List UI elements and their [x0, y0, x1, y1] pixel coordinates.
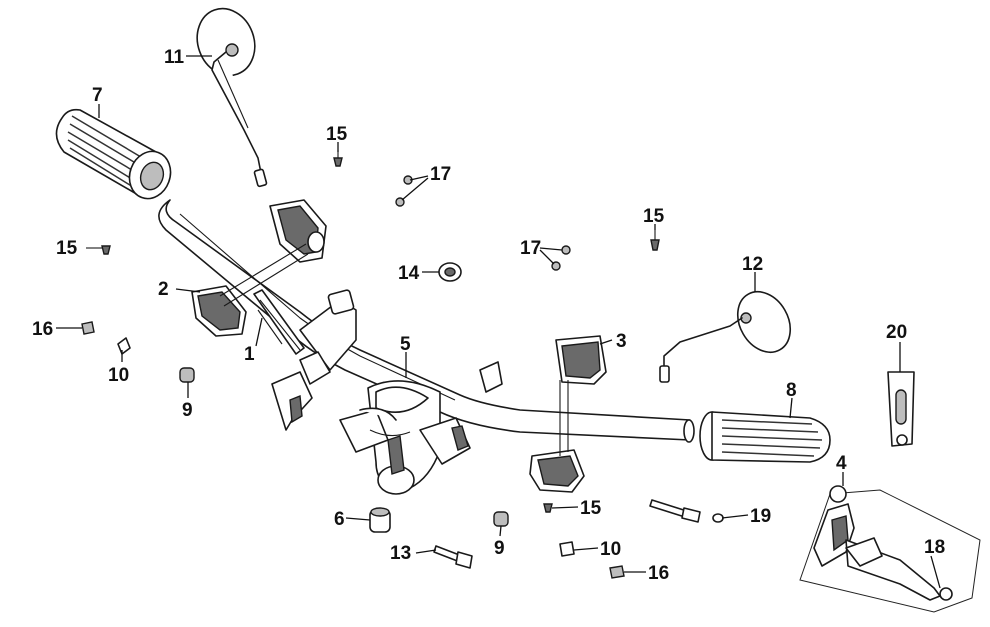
- callout-19: 19: [750, 506, 771, 527]
- part-9-collar-right: [493, 511, 509, 527]
- callout-15-a: 15: [326, 124, 348, 145]
- part-3-right-switch: [529, 335, 607, 493]
- part-16-bolt-right: [609, 565, 625, 579]
- part-14-grommet: [438, 262, 462, 282]
- callout-labels: 11 7 15 17 15 15 17 14 12 2 16 20 3 5 1 …: [32, 47, 945, 584]
- callout-5: 5: [400, 334, 411, 355]
- part-5-handlebar: [158, 199, 695, 495]
- part-1-throttle-cable: [253, 289, 305, 355]
- part-15-screw-b: [86, 245, 111, 255]
- callout-13: 13: [390, 543, 411, 564]
- callout-18: 18: [924, 537, 945, 558]
- part-20-bar-end: [887, 371, 915, 447]
- callout-16-a: 16: [32, 319, 53, 340]
- callout-17-a: 17: [430, 164, 451, 185]
- callout-14: 14: [398, 263, 420, 284]
- callout-11: 11: [164, 47, 185, 68]
- callout-8: 8: [786, 380, 797, 401]
- part-19-pin: [649, 499, 724, 523]
- part-17-screws-a: [395, 175, 413, 207]
- part-15-screw-a: [333, 150, 343, 167]
- callout-9-a: 9: [182, 400, 193, 421]
- callout-16-b: 16: [648, 563, 669, 584]
- part-11-left-mirror: [196, 7, 268, 188]
- part-15-screw-c: [650, 230, 660, 251]
- callout-4: 4: [836, 453, 847, 474]
- callout-10-a: 10: [108, 365, 129, 386]
- callout-7: 7: [92, 85, 103, 106]
- part-7-left-grip: [55, 108, 172, 200]
- leader-lines: [56, 55, 941, 589]
- callout-2: 2: [158, 279, 169, 300]
- callout-17-b: 17: [520, 238, 541, 259]
- part-15-screw-d: [543, 503, 553, 513]
- callout-20: 20: [886, 322, 907, 343]
- part-12-right-mirror: [659, 291, 792, 383]
- part-2-left-switch: [191, 199, 327, 337]
- part-10-nut-right: [559, 541, 575, 557]
- part-6-spacer: [369, 507, 391, 533]
- callout-12: 12: [742, 254, 763, 275]
- callout-1: 1: [244, 344, 255, 365]
- callout-15-b: 15: [56, 238, 78, 259]
- part-9-collar-left: [179, 367, 195, 383]
- callout-15-c: 15: [643, 206, 665, 227]
- part-16-bolt-left: [81, 321, 95, 335]
- part-10-nut-left: [117, 337, 131, 355]
- part-8-right-grip: [699, 411, 831, 463]
- callout-15-d: 15: [580, 498, 602, 519]
- callout-6: 6: [334, 509, 345, 530]
- callout-3: 3: [616, 331, 627, 352]
- part-13-bolt: [433, 545, 473, 569]
- part-18-brake-lever: [799, 485, 981, 613]
- callout-10-b: 10: [600, 539, 621, 560]
- callout-9-b: 9: [494, 538, 505, 559]
